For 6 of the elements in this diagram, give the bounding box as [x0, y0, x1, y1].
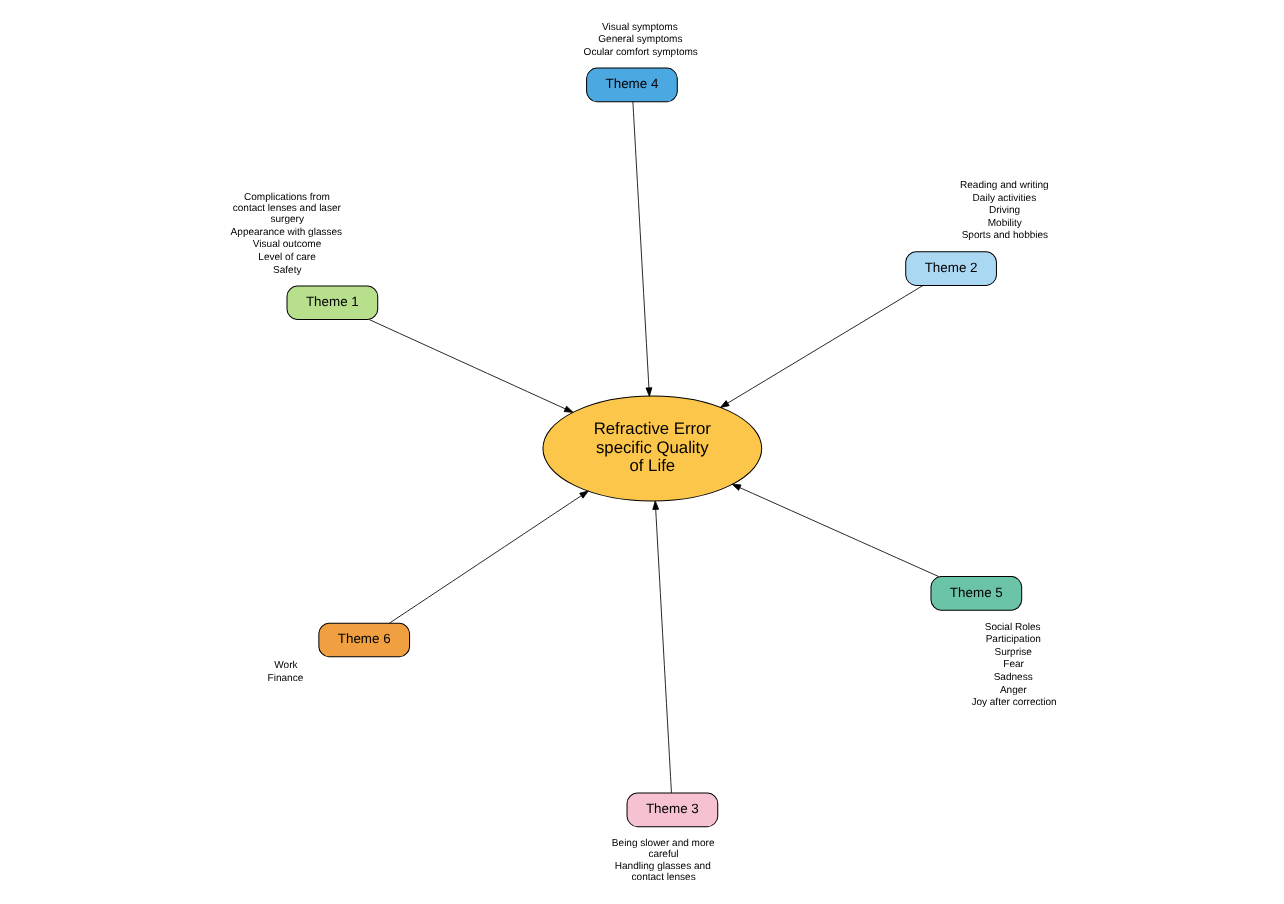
arrow: [367, 319, 573, 413]
arrow: [631, 101, 652, 397]
arrow: [730, 483, 938, 577]
arrow: [719, 285, 923, 408]
arrow: [651, 500, 671, 794]
arrow: [388, 490, 588, 624]
